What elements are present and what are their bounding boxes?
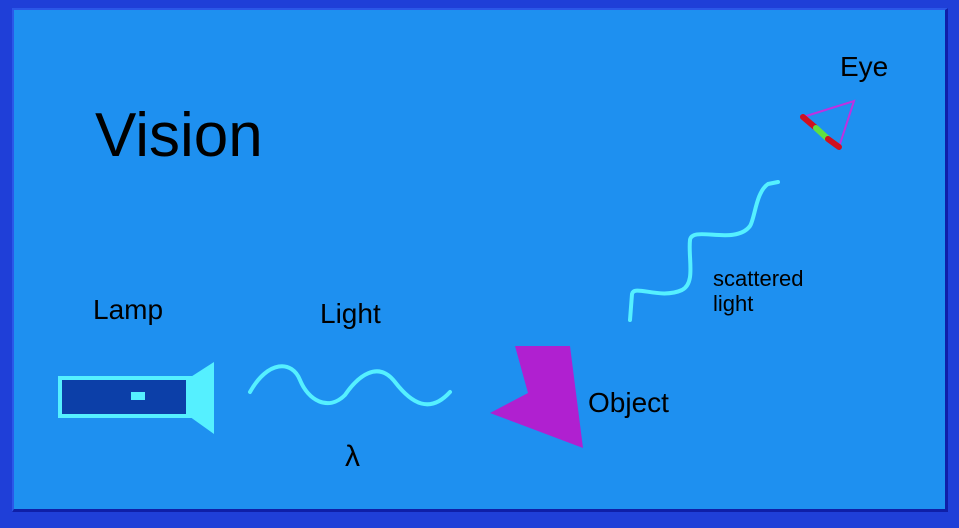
wavelength-label: λ xyxy=(345,440,360,473)
page-title: Vision xyxy=(95,101,263,170)
light-label: Light xyxy=(320,298,381,329)
scattered-light-label: scattered light xyxy=(713,266,804,317)
eye-label: Eye xyxy=(840,51,889,82)
scattered-label-line1: scattered xyxy=(713,266,804,291)
light-wave xyxy=(248,364,452,407)
diagram-panel xyxy=(12,8,948,512)
scattered-label-line2: light xyxy=(713,291,754,317)
lamp-icon xyxy=(58,362,214,434)
object-label: Object xyxy=(588,387,669,418)
lamp-switch xyxy=(131,392,145,400)
lamp-body xyxy=(58,376,192,418)
eye-lens-bottom xyxy=(825,136,842,150)
lamp-label: Lamp xyxy=(93,294,164,325)
scattered-light-wave xyxy=(628,180,780,322)
object-shape xyxy=(490,346,583,448)
eye-icon xyxy=(800,99,856,150)
eye-outline xyxy=(802,99,856,148)
lamp-head xyxy=(186,362,214,434)
